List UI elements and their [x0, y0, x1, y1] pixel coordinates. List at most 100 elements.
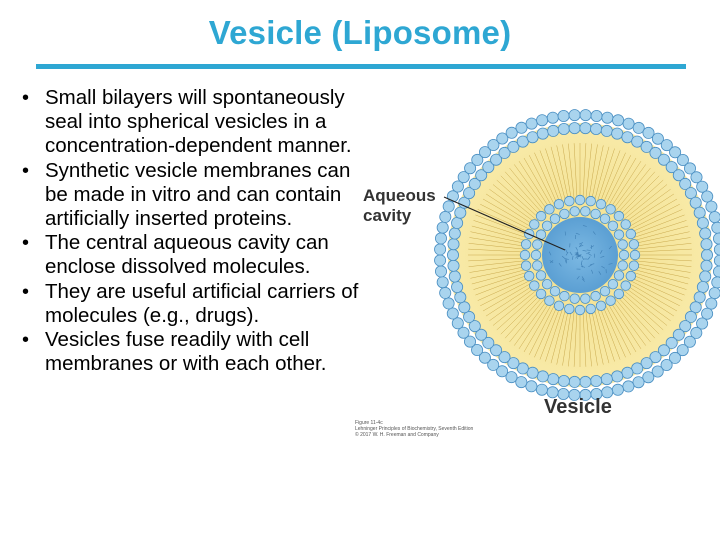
outer-headgroup	[679, 177, 692, 190]
outer-headgroup	[640, 357, 653, 370]
outer-headgroup	[471, 153, 484, 166]
outer-headgroup	[621, 366, 634, 379]
inner-headgroup	[535, 210, 547, 222]
outer-headgroup	[579, 109, 592, 122]
outer-headgroup	[672, 169, 685, 182]
inner-headgroup	[607, 279, 619, 290]
outer-headgroup	[676, 153, 689, 166]
outer-headgroup	[448, 270, 461, 283]
outer-headgroup	[676, 344, 689, 357]
inner-headgroup	[613, 270, 625, 281]
outer-headgroup	[547, 124, 560, 137]
outer-headgroup	[689, 301, 702, 314]
vesicle-label: Vesicle	[544, 396, 612, 418]
outer-headgroup	[505, 126, 518, 139]
outer-headgroup	[683, 335, 696, 348]
inner-headgroup	[524, 270, 535, 282]
inner-headgroup	[613, 229, 625, 240]
outer-headgroup	[705, 297, 718, 310]
aqueous-cavity-label: Aqueous cavity	[363, 186, 436, 225]
outer-headgroup	[454, 206, 467, 219]
inner-headgroup	[613, 288, 625, 300]
outer-headgroup	[711, 221, 720, 234]
outer-headgroup	[478, 146, 491, 159]
outer-headgroup	[451, 317, 464, 330]
outer-headgroup	[579, 375, 592, 388]
bullet-item: Synthetic vesicle membranes can be made …	[20, 159, 370, 232]
bullet-item: Vesicles fuse readily with cell membrane…	[20, 328, 370, 376]
outer-headgroup	[468, 320, 481, 333]
outer-headgroup	[701, 307, 714, 320]
outer-headgroup	[434, 265, 447, 278]
outer-headgroup	[525, 117, 538, 130]
outer-headgroup	[496, 365, 509, 378]
outer-headgroup	[451, 280, 464, 293]
inner-headgroup	[590, 208, 601, 220]
outer-headgroup	[622, 380, 635, 393]
outer-headgroup	[496, 132, 509, 145]
outer-headgroup	[457, 171, 470, 184]
inner-headgroup	[529, 280, 540, 291]
outer-headgroup	[439, 210, 452, 223]
inner-headgroup	[544, 204, 555, 215]
outer-headgroup	[475, 328, 488, 341]
outer-headgroup	[536, 114, 549, 127]
inner-headgroup	[599, 213, 611, 225]
outer-headgroup	[446, 248, 459, 261]
outer-headgroup	[590, 110, 603, 123]
outer-headgroup	[557, 374, 570, 387]
inner-headgroup	[595, 300, 607, 312]
inner-headgroup	[553, 300, 565, 312]
inner-headgroup	[628, 260, 640, 271]
outer-headgroup	[657, 153, 670, 166]
outer-headgroup	[451, 216, 464, 229]
outer-headgroup	[708, 287, 720, 300]
inner-headgroup	[535, 288, 547, 300]
outer-headgroup	[679, 320, 692, 333]
outer-headgroup	[482, 161, 495, 174]
outer-headgroup	[713, 232, 720, 245]
inner-headgroup	[559, 290, 570, 302]
inner-headgroup	[532, 239, 543, 250]
outer-headgroup	[458, 196, 471, 209]
outer-headgroup	[611, 383, 624, 396]
outer-headgroup	[600, 373, 613, 386]
outer-headgroup	[672, 328, 685, 341]
outer-headgroup	[498, 351, 511, 364]
bullet-item: They are useful artificial carriers of m…	[20, 280, 370, 328]
outer-headgroup	[451, 180, 464, 193]
outer-headgroup	[434, 254, 447, 267]
inner-headgroup	[549, 213, 561, 225]
outer-headgroup	[642, 126, 655, 139]
outer-headgroup	[701, 190, 714, 203]
outer-headgroup	[669, 146, 682, 159]
outer-headgroup	[439, 286, 452, 299]
outer-headgroup	[490, 153, 503, 166]
outer-headgroup	[446, 307, 459, 320]
outer-headgroup	[693, 291, 706, 304]
inner-headgroup	[628, 239, 640, 250]
outer-headgroup	[690, 171, 703, 184]
outer-headgroup	[684, 310, 697, 323]
outer-headgroup	[434, 232, 447, 245]
outer-headgroup	[689, 196, 702, 209]
outer-headgroup	[490, 344, 503, 357]
outer-headgroup	[498, 146, 511, 159]
outer-headgroup	[700, 238, 713, 251]
outer-headgroup	[516, 135, 529, 148]
outer-headgroup	[600, 124, 613, 137]
bullet-list: Small bilayers will spontaneously seal i…	[20, 86, 370, 376]
outer-headgroup	[713, 254, 720, 267]
outer-headgroup	[696, 216, 709, 229]
outer-headgroup	[611, 127, 624, 140]
outer-headgroup	[660, 358, 673, 371]
inner-headgroup	[549, 286, 561, 297]
cavity-texture	[548, 225, 613, 282]
inner-headgroup	[569, 293, 580, 304]
inner-headgroup	[625, 270, 637, 282]
inner-headgroup	[580, 206, 591, 217]
outer-headgroup	[640, 140, 653, 153]
inner-headgroup	[617, 260, 628, 271]
inner-headgroup	[519, 249, 531, 261]
outer-headgroup	[507, 357, 520, 370]
